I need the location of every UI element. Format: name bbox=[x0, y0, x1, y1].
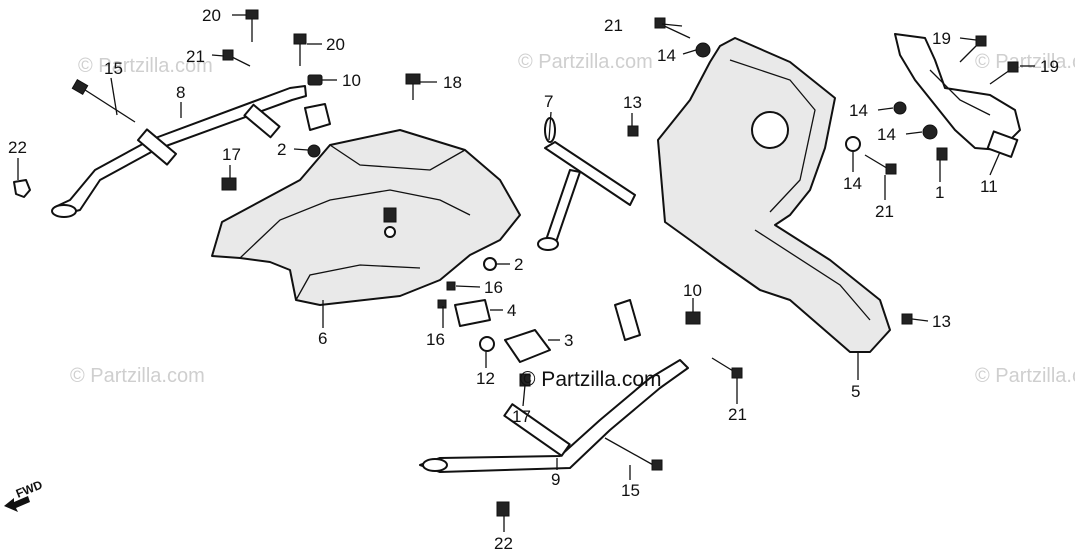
leader-lines bbox=[17, 14, 1035, 532]
fwd-label: FWD bbox=[14, 477, 45, 500]
watermarks: © Partzilla.com © Partzilla.com © Partzi… bbox=[70, 51, 1075, 387]
callout-14: 14 bbox=[657, 46, 676, 65]
callout-15: 15 bbox=[621, 481, 640, 500]
part-22-clip-left[interactable] bbox=[13, 179, 31, 198]
callout-14: 14 bbox=[843, 174, 862, 193]
callout-19: 19 bbox=[1040, 57, 1059, 76]
callout-18: 18 bbox=[443, 73, 462, 92]
fasteners bbox=[221, 9, 1019, 517]
arrow-icon bbox=[4, 496, 30, 512]
callout-14: 14 bbox=[877, 125, 896, 144]
callout-22: 22 bbox=[8, 138, 27, 157]
callout-17: 17 bbox=[222, 145, 241, 164]
callout-2: 2 bbox=[277, 140, 286, 159]
callout-10: 10 bbox=[683, 281, 702, 300]
watermark-top-right: © Partzilla.com bbox=[975, 51, 1075, 73]
callout-21: 21 bbox=[728, 405, 747, 424]
watermark-center: © Partzilla.com bbox=[520, 368, 662, 391]
callout-11: 11 bbox=[980, 177, 998, 196]
callout-22: 22 bbox=[494, 534, 513, 553]
callout-4: 4 bbox=[507, 301, 516, 320]
callout-16: 16 bbox=[484, 278, 503, 297]
watermark-top-left: © Partzilla.com bbox=[78, 55, 213, 77]
callout-21: 21 bbox=[875, 202, 894, 221]
callout-21: 21 bbox=[604, 16, 623, 35]
part-9-frame-bar[interactable] bbox=[419, 299, 689, 473]
part-7-bracket[interactable] bbox=[537, 117, 636, 251]
callout-6: 6 bbox=[318, 329, 327, 348]
callout-10: 10 bbox=[342, 71, 361, 90]
callouts: 20 21 20 10 18 15 8 22 17 2 7 13 2 16 4 … bbox=[8, 6, 1059, 553]
callout-20: 20 bbox=[326, 35, 345, 54]
part-11-bracket-right[interactable] bbox=[894, 33, 1021, 158]
callout-9: 9 bbox=[551, 470, 560, 489]
callout-8: 8 bbox=[176, 83, 185, 102]
part-5-side-cover[interactable] bbox=[657, 37, 891, 353]
callout-13: 13 bbox=[932, 312, 951, 331]
callout-2: 2 bbox=[514, 255, 523, 274]
callout-13: 13 bbox=[623, 93, 642, 112]
callout-15: 15 bbox=[104, 59, 123, 78]
callout-5: 5 bbox=[851, 382, 860, 401]
part-8-frame-bar[interactable] bbox=[51, 85, 331, 218]
callout-20: 20 bbox=[202, 6, 221, 25]
callout-17: 17 bbox=[512, 407, 531, 426]
callout-3: 3 bbox=[564, 331, 573, 350]
part-6-center-cover[interactable] bbox=[211, 129, 521, 306]
callout-16: 16 bbox=[426, 330, 445, 349]
fwd-arrow: FWD bbox=[4, 477, 45, 512]
callout-12: 12 bbox=[476, 369, 495, 388]
watermark-bottom-left: © Partzilla.com bbox=[70, 365, 205, 387]
part-4-holder[interactable] bbox=[454, 299, 491, 327]
callout-7: 7 bbox=[544, 92, 553, 111]
callout-14: 14 bbox=[849, 101, 868, 120]
callout-21: 21 bbox=[186, 47, 205, 66]
callout-19: 19 bbox=[932, 29, 951, 48]
part-3-holder[interactable] bbox=[504, 329, 551, 363]
callout-1: 1 bbox=[935, 183, 944, 202]
watermark-top-center: © Partzilla.com bbox=[518, 51, 653, 73]
part-15-bolt-top[interactable] bbox=[71, 78, 136, 123]
watermark-bottom-right: © Partzilla.com bbox=[975, 365, 1075, 387]
part-12-grommet[interactable] bbox=[479, 336, 495, 352]
